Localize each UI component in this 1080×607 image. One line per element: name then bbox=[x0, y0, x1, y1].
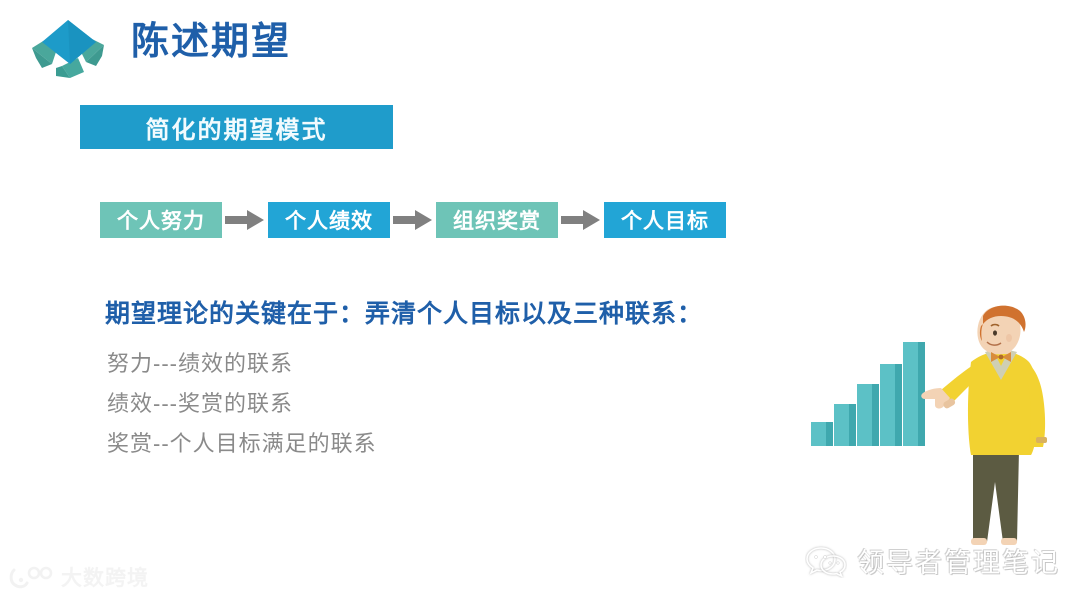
flow-step-4-label: 个人目标 bbox=[621, 210, 709, 233]
list-item: 绩效---奖赏的联系 bbox=[107, 391, 293, 416]
list-item: 奖赏--个人目标满足的联系 bbox=[107, 431, 377, 456]
body-heading: 期望理论的关键在于：弄清个人目标以及三种联系： bbox=[105, 300, 704, 328]
watermark-wechat-account: 领导者管理笔记 bbox=[805, 541, 1060, 580]
man-pointing-at-growth-bar-chart-illustration bbox=[795, 300, 1080, 580]
list-item: 努力---绩效的联系 bbox=[107, 351, 293, 376]
flow-step-2-label: 个人绩效 bbox=[285, 210, 373, 233]
trousers bbox=[971, 450, 1019, 545]
subtitle-banner: 简化的期望模式 bbox=[80, 105, 393, 149]
expectancy-flow-diagram: 个人努力 个人绩效 组织奖赏 个人目标 bbox=[100, 202, 726, 238]
flow-step-3: 组织奖赏 bbox=[436, 202, 558, 238]
wechat-icon bbox=[806, 546, 846, 578]
subtitle-banner-label: 简化的期望模式 bbox=[145, 116, 328, 144]
flow-step-3-label: 组织奖赏 bbox=[453, 210, 541, 233]
flow-step-1-label: 个人努力 bbox=[117, 210, 205, 233]
page-title: 陈述期望 bbox=[131, 21, 292, 63]
dashuku-logo-icon bbox=[9, 566, 53, 589]
watermark-right-label: 领导者管理笔记 bbox=[857, 548, 1060, 578]
right-arrow-icon bbox=[390, 202, 436, 238]
flow-step-1: 个人努力 bbox=[100, 202, 222, 238]
flow-step-4: 个人目标 bbox=[604, 202, 726, 238]
watermark-dashuku: 大数跨境 bbox=[8, 562, 149, 592]
right-arrow-icon bbox=[222, 202, 268, 238]
flow-step-2: 个人绩效 bbox=[268, 202, 390, 238]
bow-tie bbox=[991, 352, 1011, 362]
relationship-list: 努力---绩效的联系 绩效---奖赏的联系 奖赏--个人目标满足的联系 bbox=[107, 344, 707, 464]
head bbox=[977, 305, 1026, 355]
wristwatch bbox=[1036, 437, 1047, 443]
watermark-left-label: 大数跨境 bbox=[61, 567, 149, 590]
diamond-arrows-logo-icon bbox=[22, 12, 114, 84]
right-arrow-icon bbox=[558, 202, 604, 238]
growth-bars bbox=[811, 342, 925, 446]
pointing-hand bbox=[921, 388, 956, 409]
